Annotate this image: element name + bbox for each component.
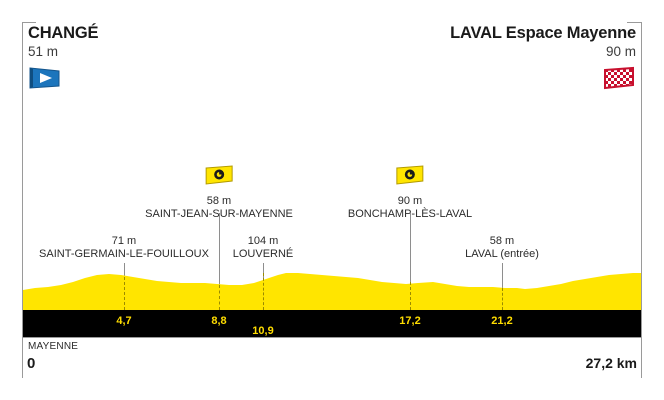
poi-altitude: 90 m [397, 195, 423, 207]
sprint-flag-icon [396, 165, 424, 185]
town-altitude: 71 m [111, 235, 137, 247]
town-laval-entree: 58 m LAVAL (entrée) [465, 235, 539, 261]
finish-checkered-flag-icon [604, 66, 634, 90]
start-distance-label: 0 [27, 355, 36, 372]
department-label: MAYENNE [28, 341, 79, 352]
finish-city-name: LAVAL Espace Mayenne [450, 24, 636, 42]
sprint-flag-icon [205, 165, 233, 185]
distance-marker: 21,2 [491, 315, 513, 327]
distance-marker: 8,8 [211, 315, 227, 327]
distance-tick-dash [263, 273, 264, 310]
town-name: LAVAL (entrée) [465, 248, 539, 260]
distance-marker: 17,2 [399, 315, 421, 327]
frame-top-right-rule [627, 22, 642, 23]
distance-tick-dash [502, 288, 503, 310]
elevation-profile-svg [23, 273, 641, 310]
distance-marker: 4,7 [116, 315, 132, 327]
distance-tick-dash [124, 277, 125, 310]
town-name: LOUVERNÉ [232, 248, 294, 260]
town-leader-line [124, 263, 125, 285]
town-name: SAINT-GERMAIN-LE-FOUILLOUX [39, 248, 209, 260]
distance-marker: 10,9 [252, 325, 274, 337]
poi-leader-line [410, 213, 411, 283]
finish-altitude: 90 m [605, 44, 636, 59]
frame-right-rule [641, 22, 642, 378]
frame-left-rule [22, 22, 23, 378]
distance-tick-dash [410, 282, 411, 310]
town-louverne: 104 m LOUVERNÉ [233, 235, 294, 261]
elevation-profile-area [23, 230, 641, 310]
stage-start-block: CHANGÉ 51 m [28, 24, 99, 95]
town-saint-germain-le-fouilloux: 71 m SAINT-GERMAIN-LE-FOUILLOUX [39, 235, 209, 261]
start-city-name: CHANGÉ [28, 24, 99, 42]
town-altitude: 58 m [489, 235, 515, 247]
stage-finish-block: LAVAL Espace Mayenne 90 m [450, 24, 636, 95]
poi-leader-line [219, 213, 220, 285]
start-altitude: 51 m [28, 44, 59, 59]
total-distance-label: 27,2 km [585, 355, 637, 371]
poi-altitude: 58 m [206, 195, 232, 207]
town-leader-line [502, 263, 503, 289]
distance-tick-dash [219, 285, 220, 310]
elevation-area-path [23, 273, 641, 310]
town-altitude: 104 m [247, 235, 279, 247]
frame-top-left-rule [22, 22, 36, 23]
departure-flag-icon [29, 67, 60, 89]
frame-bottom-separator [22, 337, 642, 338]
distance-band: 4,7 8,8 10,9 17,2 21,2 [23, 310, 641, 337]
